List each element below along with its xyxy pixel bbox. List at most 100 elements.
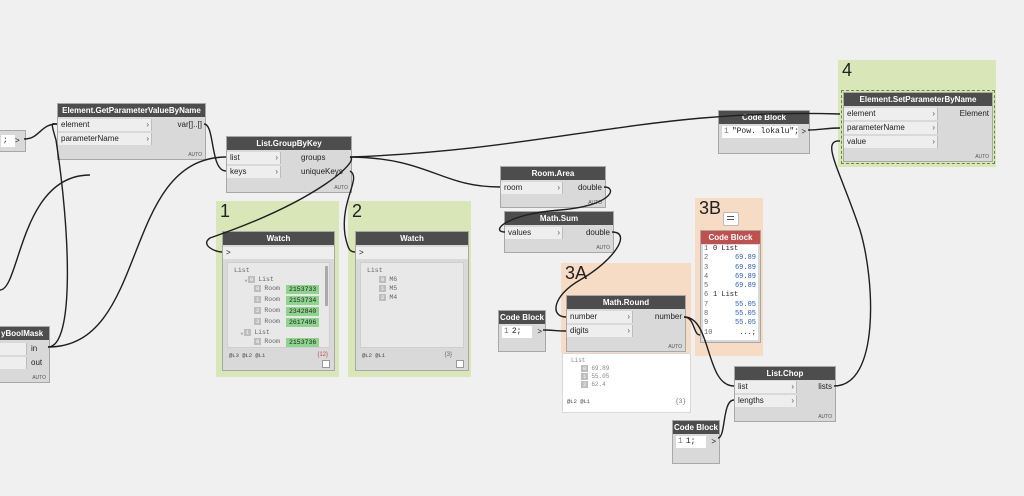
input-list[interactable]: list› [227,152,281,164]
input-element[interactable]: element› [58,119,152,131]
list-label: List [254,329,270,336]
output-element[interactable]: Element [959,109,989,118]
lacing-label: AUTO [818,414,832,420]
input-number[interactable]: number› [567,311,633,323]
code-block-pow[interactable]: Code Block 1"Pow. lokalu"; > [718,110,810,154]
code-text: 69.89 [734,282,756,291]
input-keys[interactable]: keys› [227,166,281,178]
preview-toggle[interactable] [456,360,464,368]
node-title: Code Block [499,311,545,324]
item-value: 2153733 [286,285,319,294]
output-port[interactable]: var[]..[] [177,120,202,129]
input-lengths[interactable]: lengths› [735,395,797,407]
set-parameter-node[interactable]: Element.SetParameterByName element› para… [841,90,995,164]
input-parameter-name[interactable]: parameterName› [844,122,938,134]
chevron-right-icon: › [932,123,935,132]
index-badge: 0 [581,365,589,372]
comment-icon[interactable] [723,212,739,226]
input-values[interactable]: values› [505,227,563,239]
get-parameter-node[interactable]: Element.GetParameterValueByName element›… [57,103,206,160]
index-badge: 1 [379,285,387,292]
index-badge: 1 [581,373,589,380]
output-port[interactable]: > [15,136,20,145]
code-line[interactable]: 1"Pow. lokalu"; [722,126,798,138]
code-text: 55.05 [734,319,756,328]
wire [807,127,841,131]
node-title: Math.Round [567,296,685,309]
item-value: 2153736 [286,338,319,347]
input-port[interactable]: > [356,247,468,259]
input-out[interactable] [0,357,27,369]
math-round-node[interactable]: Math.Round number› digits› number AUTO [566,295,686,352]
list-label: List [258,276,274,283]
input-element[interactable]: element› [844,108,938,120]
wire [717,399,735,439]
code-line: 10...; [703,329,758,338]
output-double[interactable]: double [577,183,602,192]
index-badge: 2 [379,294,387,301]
input-room[interactable]: room› [501,182,563,194]
node-title: Code Block [719,111,809,124]
item-value: M5 [389,285,398,292]
output-out[interactable]: out [31,358,43,367]
chevron-right-icon: › [791,396,794,405]
chevron-right-icon: › [146,120,149,129]
chevron-right-icon: › [557,228,560,237]
list-levels: @L2 @L1 [362,352,386,359]
bool-mask-node[interactable]: yBoolMask in out AUTO [0,326,50,383]
item-value: 2342840 [286,307,319,316]
code-text: 1 List [713,291,739,300]
input-in[interactable] [0,343,27,355]
wire [349,156,501,188]
input-digits[interactable]: digits› [567,325,633,337]
preview-toggle[interactable] [322,360,330,368]
output-port[interactable]: > [801,127,806,136]
node-title: List.Chop [735,367,835,380]
wire [203,123,227,172]
code-text: ...; [739,328,756,337]
input-value[interactable]: value› [844,136,938,148]
output-unique-keys[interactable]: uniqueKeys [301,167,343,176]
output-in[interactable]: in [31,344,38,353]
group-by-key-node[interactable]: List.GroupByKey list› keys› groups uniqu… [226,136,352,193]
output-lists[interactable]: lists [818,382,832,391]
port-label: room [504,183,523,192]
code-text[interactable]: ; [1,135,15,147]
code-text: 55.05 [734,300,756,309]
input-list[interactable]: list› [735,381,797,393]
room-area-node[interactable]: Room.Area room› double AUTO [500,166,606,208]
code-block-left[interactable]: ; > [0,130,26,152]
output-groups[interactable]: groups [301,153,326,162]
index-badge: 0 [247,276,256,283]
math-sum-node[interactable]: Math.Sum values› double AUTO [504,211,614,253]
scrollbar[interactable] [325,266,328,306]
list-root: List [367,267,383,274]
output-port[interactable]: > [711,437,716,446]
output-double[interactable]: double [585,228,610,237]
list-levels: @L2 @L1 [567,398,591,405]
item-label: Room [264,307,280,314]
node-title: Code Block [701,231,760,244]
input-parameter-name[interactable]: parameterName› [58,133,152,145]
output-number[interactable]: number [654,312,682,321]
output-port[interactable]: > [537,327,542,336]
node-title: Room.Area [501,167,605,180]
list-chop-node[interactable]: List.Chop list› lengths› lists AUTO [734,366,836,422]
index-badge: 2 [254,307,262,314]
input-port[interactable]: > [223,247,334,259]
